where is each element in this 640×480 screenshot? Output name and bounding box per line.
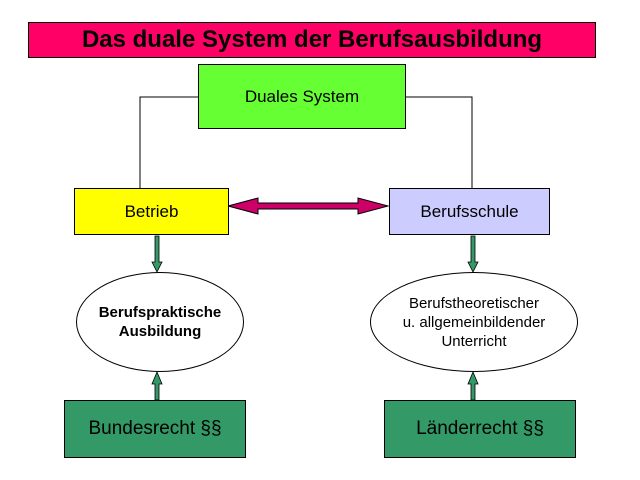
arrow-betrieb-praxis [151, 235, 163, 273]
node-berufsschule: Berufsschule [389, 188, 550, 235]
node-berufspraktische-ausbildung: Berufspraktische Ausbildung [76, 272, 244, 372]
double-arrow [226, 197, 390, 215]
node-berufstheoretischer-unterricht: Berufstheoretischer u. allgemeinbildende… [370, 272, 578, 372]
praxis-line-2: Ausbildung [118, 323, 202, 340]
node-bundesrecht: Bundesrecht §§ [64, 400, 246, 458]
theorie-line-2: u. allgemeinbildender [402, 313, 546, 331]
diagram-title: Das duale System der Berufsausbildung [28, 22, 596, 58]
connector-dual-betrieb [139, 96, 198, 188]
connector-dual-schule [405, 96, 473, 188]
arrow-schule-theorie [467, 235, 479, 273]
arrow-bund-praxis [151, 370, 163, 401]
arrow-laender-theorie [467, 370, 479, 401]
node-duales-system: Duales System [198, 64, 406, 129]
theorie-line-3: Unterricht [441, 332, 507, 350]
praxis-line-1: Berufspraktische [98, 304, 222, 321]
node-betrieb: Betrieb [74, 188, 229, 235]
theorie-line-1: Berufstheoretischer [408, 294, 540, 312]
node-laenderrecht: Länderrecht §§ [384, 400, 576, 458]
